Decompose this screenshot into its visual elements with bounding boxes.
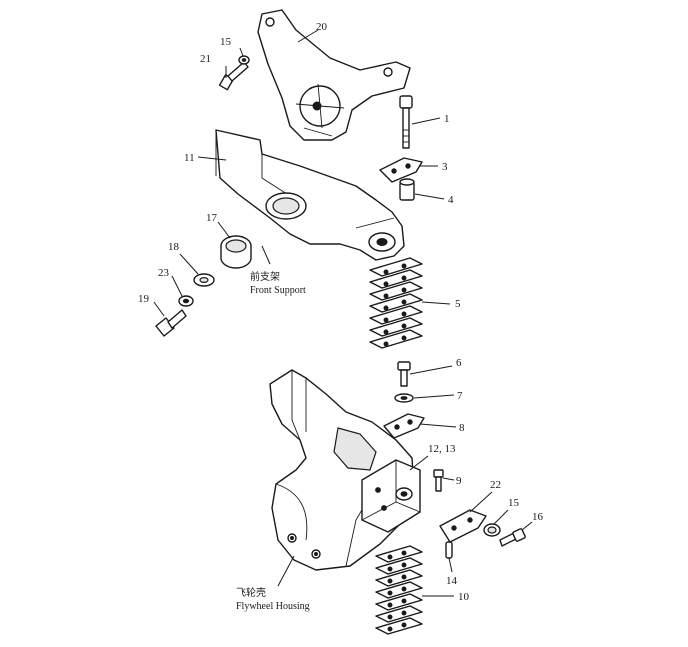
flywheel-housing-caption-cn: 飞轮壳 (236, 586, 266, 599)
leader-lines (153, 29, 533, 597)
part-7-washer (394, 393, 414, 403)
callout-15-top: 15 (220, 36, 232, 48)
part-1-bolt (399, 95, 413, 149)
callout-9: 9 (456, 475, 462, 487)
part-22-plate (439, 509, 487, 543)
callout-4: 4 (448, 194, 454, 206)
captions: 前支架 Front Support 飞轮壳 Flywheel Housing (236, 270, 310, 612)
part-3-plate (379, 157, 423, 183)
callout-1: 1 (444, 113, 450, 125)
callout-5: 5 (455, 298, 461, 310)
part-15-washer-top (238, 55, 250, 65)
callout-8: 8 (459, 422, 465, 434)
part-12-13-mount-bracket (361, 459, 421, 533)
part-21-bolt (218, 61, 249, 91)
callout-6: 6 (456, 357, 462, 369)
flywheel-housing-caption-en: Flywheel Housing (236, 601, 310, 612)
part-5-shim-stack (369, 257, 423, 349)
callout-14: 14 (446, 575, 458, 587)
part-11-front-support (215, 129, 405, 261)
callout-20: 20 (316, 21, 328, 33)
callout-7: 7 (457, 390, 463, 402)
callout-3: 3 (442, 161, 448, 173)
callout-10: 10 (458, 591, 470, 603)
part-8-plate (383, 413, 425, 439)
part-16-bolt (499, 528, 526, 547)
part-17-bushing (220, 235, 252, 269)
part-23-lock-washer (178, 295, 194, 307)
callout-15-lower: 15 (508, 497, 520, 509)
part-14-pin (445, 541, 453, 559)
callout-16: 16 (532, 511, 544, 523)
part-15-washer-lower (483, 523, 501, 537)
callout-11: 11 (184, 152, 195, 164)
callout-17: 17 (206, 212, 218, 224)
part-9-bolt (433, 469, 444, 492)
callout-labels: 20 15 21 1 3 4 11 17 18 23 19 5 6 7 8 12… (138, 21, 544, 603)
front-support-caption-cn: 前支架 (250, 270, 280, 283)
callout-21: 21 (200, 53, 211, 65)
callout-18: 18 (168, 241, 180, 253)
part-20-bracket-plate (257, 9, 411, 141)
callout-22: 22 (490, 479, 501, 491)
callout-23: 23 (158, 267, 170, 279)
part-4-spacer (399, 178, 415, 201)
part-6-bolt (397, 361, 411, 387)
callout-12-13: 12, 13 (428, 443, 456, 455)
part-19-bolt (155, 309, 187, 337)
front-support-caption-en: Front Support (250, 285, 306, 296)
part-18-washer (193, 273, 215, 287)
part-10-shim-stack (375, 545, 423, 635)
callout-19: 19 (138, 293, 150, 305)
